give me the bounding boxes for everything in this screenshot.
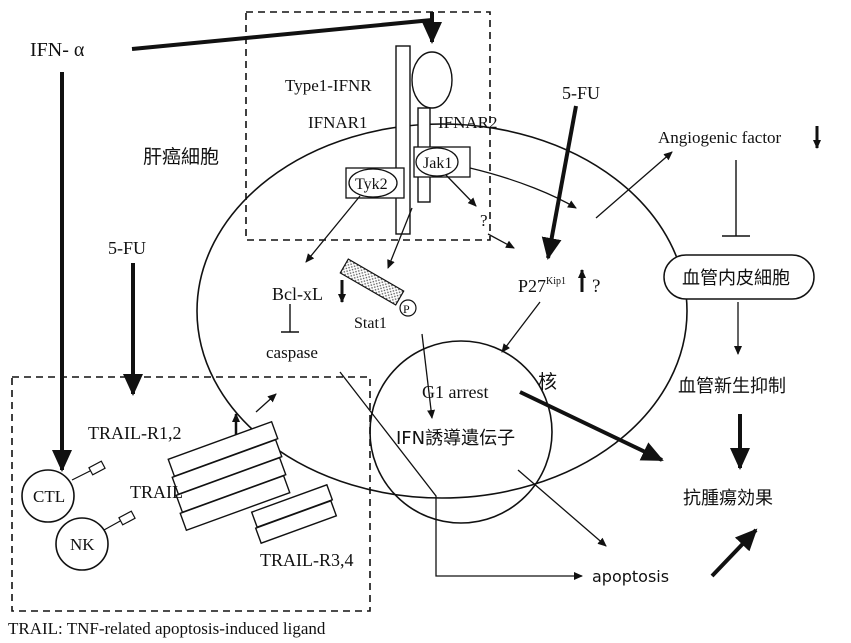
trail-r12-label: TRAIL-R1,2: [88, 423, 182, 443]
ifn-alpha-label: IFN- α: [30, 39, 85, 61]
angiogenic-factor-label: Angiogenic factor: [658, 128, 782, 147]
stat1-label: Stat1: [354, 315, 387, 332]
trail-r34-label: TRAIL-R3,4: [260, 550, 354, 570]
footnote-label: TRAIL: TNF-related apoptosis-induced lig…: [8, 619, 326, 638]
tyk2-to-bcl-arrow: [306, 196, 360, 262]
trail-r-to-caspase-arrow: [256, 394, 276, 412]
jak1-to-question-arrow: [446, 175, 476, 206]
p27-label: P27Kip1: [518, 276, 566, 296]
g1-arrest-label: G1 arrest: [422, 382, 488, 402]
stat1-bar: [340, 259, 403, 305]
type1-ifnr-label: Type1-IFNR: [285, 76, 372, 95]
phospho-label: P: [403, 302, 410, 316]
hepatoma-cell-label: 肝癌細胞: [143, 146, 219, 168]
ifnar2-label: IFNAR2: [438, 113, 498, 132]
endothelial-label: 血管内皮細胞: [682, 268, 790, 289]
bcl-inhibit-line: [281, 304, 299, 332]
bcl-xl-label: Bcl-xL: [272, 284, 323, 304]
fu-top-arrow: [548, 106, 576, 258]
ctl-label: CTL: [33, 487, 65, 506]
fu-left-label: 5-FU: [108, 238, 146, 258]
caspase-label: caspase: [266, 343, 318, 362]
fu-top-label: 5-FU: [562, 83, 600, 103]
apoptosis-to-antitumor-arrow: [712, 530, 756, 576]
angiogenic-inhibit-line: [722, 160, 750, 236]
angio-inhibit-label: 血管新生抑制: [678, 376, 786, 397]
nucleus-label: 核: [538, 371, 557, 393]
ifn-to-receptor-arrow: [132, 20, 432, 49]
apoptosis-bottom-label: apoptosis: [592, 567, 669, 586]
p27-superscript: Kip1: [546, 276, 566, 287]
antitumor-label: 抗腫瘍効果: [683, 488, 773, 509]
question-mid-label: ?: [480, 211, 488, 230]
g1-to-antitumor-arrow: [520, 392, 662, 460]
ifnar1-bar: [396, 46, 410, 234]
nk-trail-ligand: [104, 511, 135, 530]
trail-label: TRAIL: [130, 482, 183, 502]
ifn-genes-label: IFN誘導遺伝子: [396, 428, 515, 449]
tyk2-label: Tyk2: [355, 176, 388, 193]
jak1-label: Jak1: [423, 155, 452, 172]
question-p27-label: ?: [592, 276, 600, 297]
cell-to-angiogenic-arrow: [596, 152, 672, 218]
p27-to-g1-arrow: [502, 302, 540, 352]
ifnr-ligand-oval: [412, 52, 452, 108]
question-to-p27-arrow: [488, 234, 514, 248]
ctl-trail-ligand: [72, 461, 105, 480]
ifnar1-label: IFNAR1: [308, 113, 368, 132]
p27-main: P27: [518, 276, 546, 296]
nk-label: NK: [70, 535, 95, 554]
ifn-genes-to-apoptosis-arrow: [518, 470, 606, 546]
